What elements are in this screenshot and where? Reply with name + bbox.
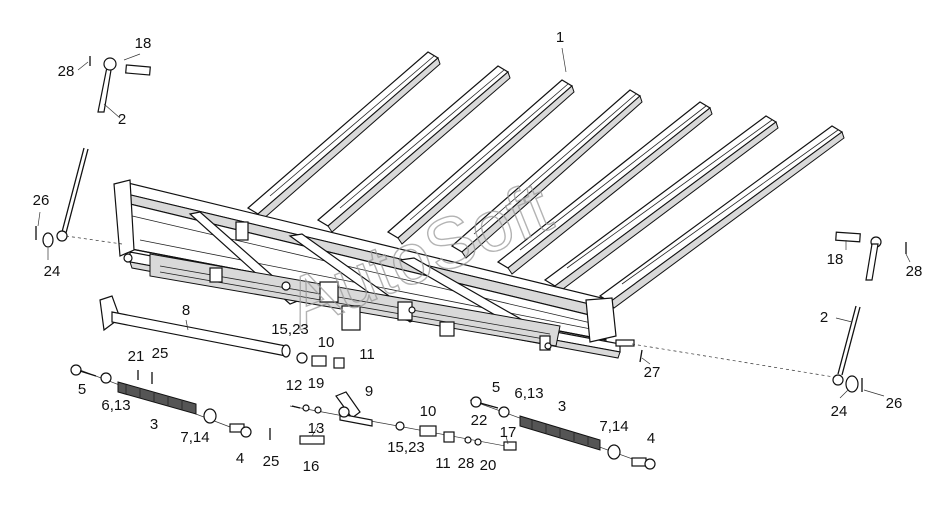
frame-lugs <box>123 221 635 351</box>
callout-26a: 26 <box>33 192 50 209</box>
callout-7-14a: 7,14 <box>180 429 209 446</box>
callout-27: 27 <box>644 364 661 381</box>
callout-28c: 28 <box>458 455 475 472</box>
main-frame <box>113 179 635 359</box>
callout-22: 22 <box>471 412 488 429</box>
callout-26b: 26 <box>886 395 903 412</box>
callout-20: 20 <box>480 457 497 474</box>
callout-10a: 10 <box>318 334 335 351</box>
callout-4a: 4 <box>236 450 244 467</box>
callout-15-23a: 15,23 <box>271 321 309 338</box>
callout-16: 16 <box>303 458 320 475</box>
left-spring-assembly <box>70 364 325 445</box>
callout-2a: 2 <box>118 111 126 128</box>
callout-7-14b: 7,14 <box>599 418 628 435</box>
callout-3a: 3 <box>150 416 158 433</box>
tines-group <box>246 51 845 309</box>
callout-17: 17 <box>500 424 517 441</box>
callout-6-13b: 6,13 <box>514 385 543 402</box>
callout-6-13a: 6,13 <box>101 397 130 414</box>
callout-8: 8 <box>182 302 190 319</box>
callout-19: 19 <box>308 375 325 392</box>
tine-7 <box>598 125 845 309</box>
callout-9: 9 <box>365 383 373 400</box>
callout-13: 13 <box>308 420 325 437</box>
tine-3 <box>386 79 575 245</box>
callout-3b: 3 <box>558 398 566 415</box>
callout-18b: 18 <box>827 251 844 268</box>
callout-18a: 18 <box>135 35 152 52</box>
tine-4 <box>450 89 643 259</box>
shaft-assembly <box>99 295 345 369</box>
left-link-assembly <box>35 56 151 248</box>
callout-4b: 4 <box>647 430 655 447</box>
callout-28a: 28 <box>58 63 75 80</box>
right-link-assembly <box>832 231 907 393</box>
centre-lever-assembly <box>291 391 517 451</box>
callout-24a: 24 <box>44 263 61 280</box>
callout-12: 12 <box>286 377 303 394</box>
callout-25a: 25 <box>152 345 169 362</box>
callout-24b: 24 <box>831 403 848 420</box>
callout-2b: 2 <box>820 309 828 326</box>
callout-11a: 11 <box>359 346 375 363</box>
tine-1 <box>246 51 441 221</box>
tine-5 <box>496 101 713 275</box>
callout-10b: 10 <box>420 403 437 420</box>
callout-5b: 5 <box>492 379 500 396</box>
tine-2 <box>316 65 511 233</box>
callout-5a: 5 <box>78 381 86 398</box>
right-spring-assembly <box>470 349 656 470</box>
callout-25b: 25 <box>263 453 280 470</box>
callout-1: 1 <box>556 29 564 46</box>
leader-lines <box>37 47 911 445</box>
callout-28b: 28 <box>906 263 923 280</box>
callout-15-23b: 15,23 <box>387 439 425 456</box>
callout-11b: 11 <box>435 455 451 472</box>
callout-21: 21 <box>128 348 145 365</box>
